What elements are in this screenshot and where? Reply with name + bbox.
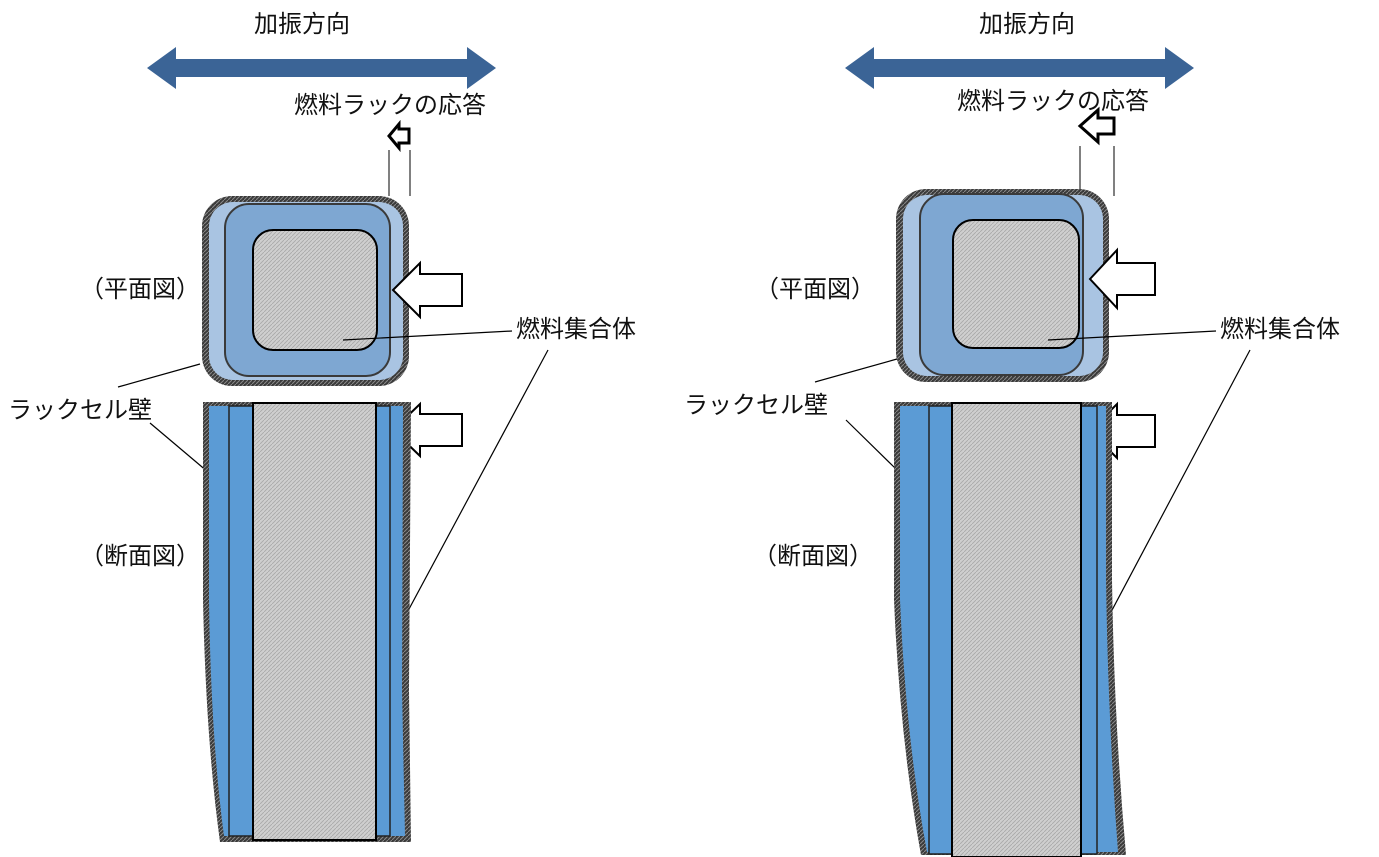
section-view-label: （断面図） [753,542,873,570]
excitation-direction-label: 加振方向 [254,10,350,38]
section-view-rack-cell [894,402,1126,857]
load-arrow-icon [391,260,463,320]
rack-response-label: 燃料ラックの応答 [957,87,1149,115]
rack-cell-wall-leader-line [117,363,201,388]
rack-cell-wall-leader-line [845,419,896,469]
fuel-assembly-leader-line [1047,330,1217,341]
double-headed-arrow-icon [845,47,1194,89]
panel-left: 加振方向 燃料ラックの応答 （平面図） 燃料集合体 ラックセル壁 [8,10,636,842]
rack-response-label: 燃料ラックの応答 [294,91,486,119]
fuel-assembly-leader-line [342,330,513,341]
panel-right: 加振方向 燃料ラックの応答 （平面図） 燃料集合体 ラックセル壁 （断面図） [684,10,1340,857]
section-view-rack-cell [203,402,411,842]
excitation-direction-label: 加振方向 [979,10,1075,38]
plan-view-label: （平面図） [80,275,200,303]
section-view-label: （断面図） [80,542,200,570]
fuel-assembly-label: 燃料集合体 [1220,315,1340,343]
plan-view-rack-cell [896,189,1109,382]
plan-view-rack-cell [202,196,409,386]
rack-response-arrow-icon [387,119,411,153]
rack-response-arrow-icon [1077,106,1116,146]
rack-cell-wall-leader-line [814,358,898,383]
plan-view-label: （平面図） [755,275,875,303]
rack-cell-wall-label: ラックセル壁 [684,391,828,419]
rack-cell-wall-leader-line [149,422,209,473]
fuel-assembly-label: 燃料集合体 [516,315,636,343]
rack-cell-wall-label: ラックセル壁 [8,396,152,424]
double-headed-arrow-icon [147,47,496,89]
load-arrow-icon [1088,247,1156,311]
